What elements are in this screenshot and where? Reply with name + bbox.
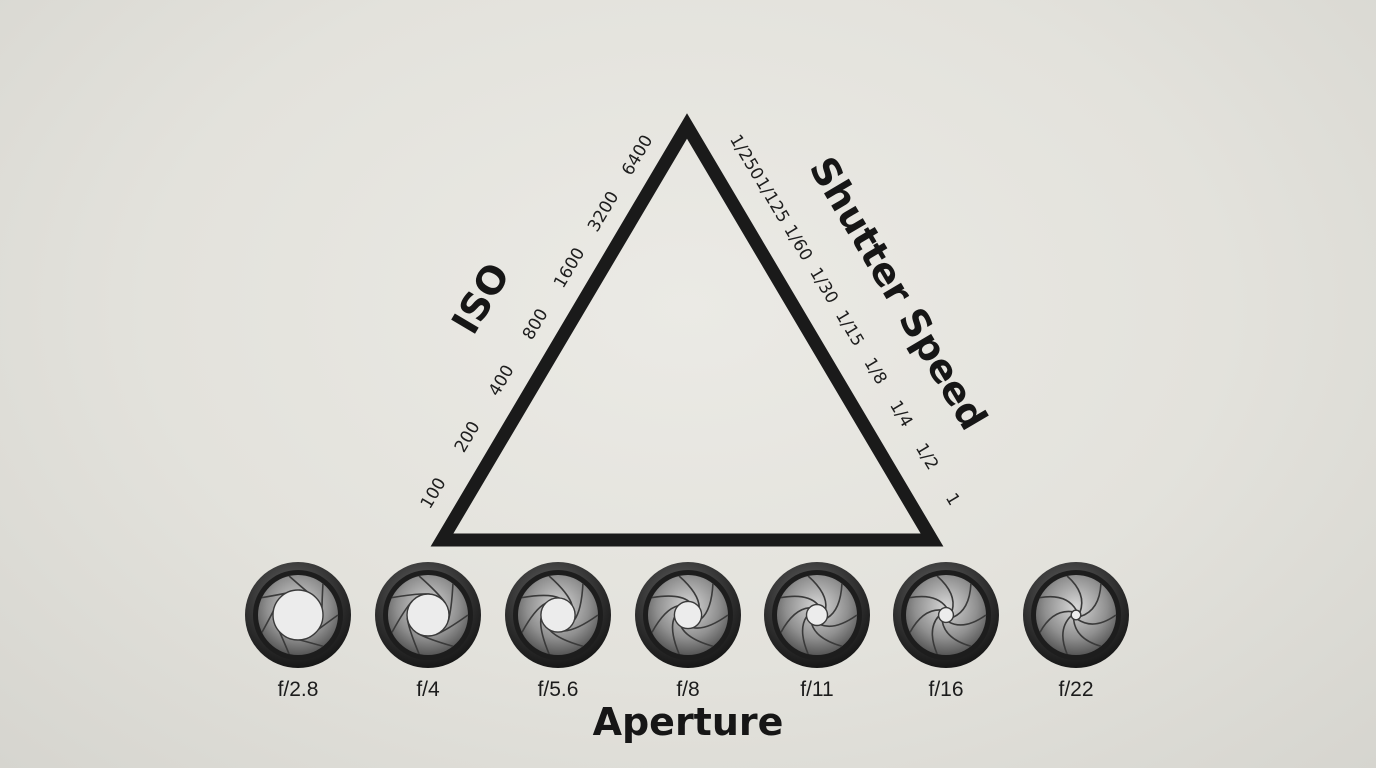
aperture-stop-label: f/4 — [416, 678, 440, 701]
iso-title: ISO — [443, 255, 518, 341]
iso-tick-1600: 1600 — [550, 244, 589, 291]
iso-tick-800: 800 — [519, 305, 553, 343]
aperture-stop-label: f/16 — [928, 678, 964, 701]
shutter-tick-1-15: 1/15 — [831, 307, 868, 350]
aperture-blades-icon — [245, 562, 351, 668]
aperture-stop-label: f/8 — [676, 678, 700, 701]
aperture-stop: f/4 — [373, 560, 483, 702]
shutter-tick-1-30: 1/30 — [805, 264, 842, 307]
iso-tick-200: 200 — [451, 418, 485, 456]
shutter-tick-1-2: 1/2 — [911, 440, 942, 474]
aperture-blades-icon — [635, 562, 741, 668]
aperture-scale: f/2.8 f/4 f/5.6 — [0, 560, 1376, 710]
exposure-triangle — [430, 113, 944, 547]
shutter-tick-1-4: 1/4 — [885, 397, 916, 431]
aperture-stop-label: f/5.6 — [537, 678, 579, 701]
shutter-tick-1-60: 1/60 — [779, 221, 816, 264]
iso-tick-6400: 6400 — [618, 132, 657, 179]
aperture-stop: f/5.6 — [503, 560, 613, 702]
aperture-blades-icon — [505, 562, 611, 668]
aperture-title: Aperture — [592, 700, 784, 744]
aperture-stop: f/22 — [1021, 560, 1131, 702]
aperture-stop: f/16 — [891, 560, 1001, 702]
aperture-stop: f/2.8 — [243, 560, 353, 702]
aperture-stop-label: f/22 — [1058, 678, 1094, 701]
iso-tick-400: 400 — [485, 362, 519, 400]
aperture-blades-icon — [893, 562, 999, 668]
aperture-blades-icon — [764, 562, 870, 668]
iso-tick-100: 100 — [417, 474, 451, 512]
aperture-stop-label: f/2.8 — [277, 678, 319, 701]
shutter-tick-1-8: 1/8 — [859, 354, 890, 388]
shutter-tick-1: 1 — [941, 490, 964, 510]
iso-tick-3200: 3200 — [584, 188, 623, 235]
aperture-stop: f/11 — [762, 560, 872, 702]
aperture-stop-label: f/11 — [800, 678, 834, 701]
aperture-blades-icon — [375, 562, 481, 668]
aperture-stop: f/8 — [633, 560, 743, 702]
aperture-blades-icon — [1023, 562, 1129, 668]
shutter-tick-1-250: 1/250 — [725, 131, 767, 183]
shutter-tick-1-125: 1/125 — [751, 174, 793, 226]
